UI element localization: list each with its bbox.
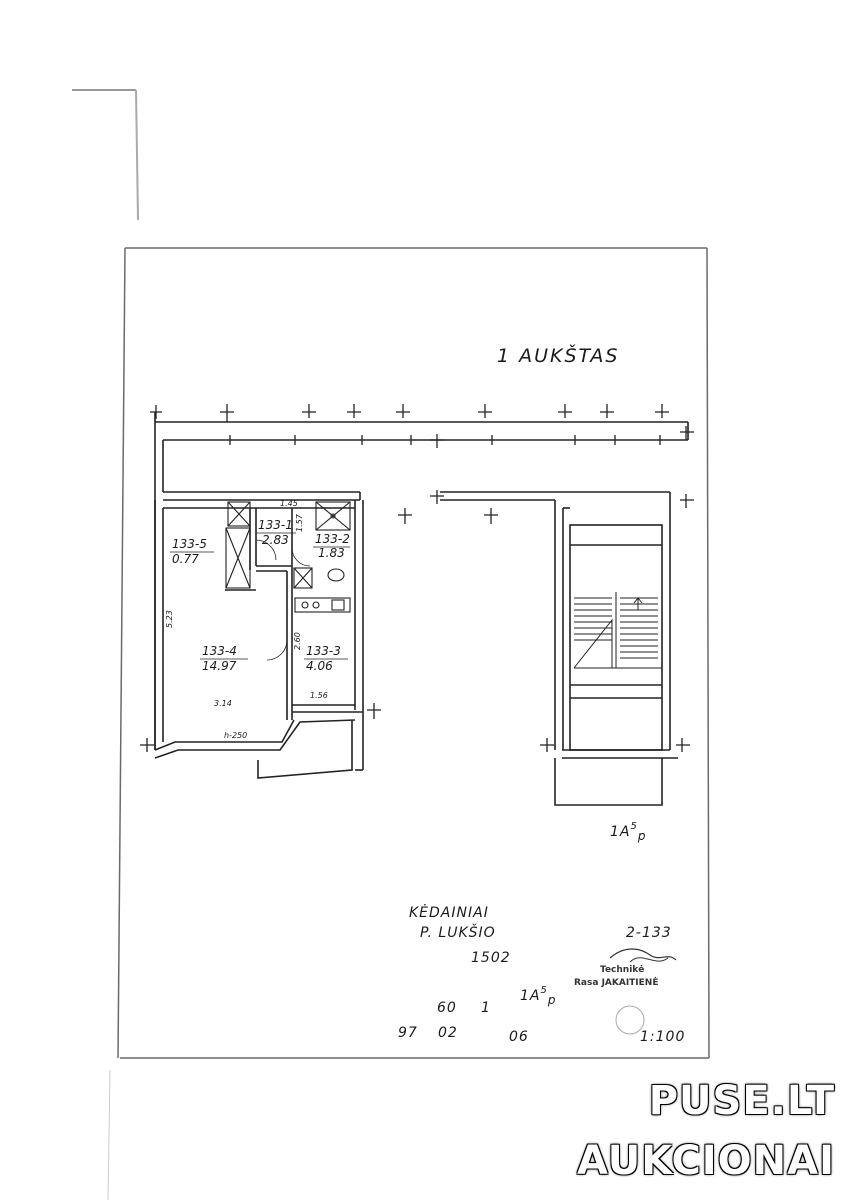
ceiling-height: h-250 xyxy=(224,731,247,740)
stamp-title: Technikė xyxy=(600,965,644,975)
room-id-133-1: 133-1 xyxy=(258,518,293,532)
dimension-1-56: 1.56 xyxy=(310,691,328,700)
date-year: 97 xyxy=(398,1025,418,1041)
room-area-133-5: 0.77 xyxy=(172,552,199,566)
wall-ticks xyxy=(140,404,694,752)
walls xyxy=(154,412,689,806)
info-number-1: 1 xyxy=(481,1000,491,1016)
stamp-name: Rasa JAKAITIENĖ xyxy=(574,977,659,988)
building-mark: 1A5p xyxy=(610,821,646,843)
fixtures xyxy=(225,501,662,669)
watermark-section: AUKCIONAI xyxy=(577,1138,835,1184)
room-id-133-5: 133-5 xyxy=(172,537,207,551)
building-number: 1502 xyxy=(471,950,511,966)
floor-title: 1 AUKŠTAS xyxy=(497,343,619,367)
room-labels: 133-5 0.77 133-1 2.83 133-2 1.83 133-4 1… xyxy=(170,518,350,673)
room-area-133-2: 1.83 xyxy=(318,546,345,560)
watermark-site: PUSE.LT xyxy=(648,1078,835,1124)
dimension-2-60: 2.60 xyxy=(293,632,302,650)
signature-stroke xyxy=(609,948,677,961)
date-month: 02 xyxy=(438,1025,458,1041)
room-area-133-4: 14.97 xyxy=(202,659,237,673)
city-name: KĖDAINIAI xyxy=(409,903,489,921)
room-area-133-3: 4.06 xyxy=(306,659,333,673)
dimension-3-14: 3.14 xyxy=(214,699,232,708)
room-id-133-2: 133-2 xyxy=(315,532,350,546)
stamp-seal xyxy=(615,1005,645,1035)
room-area-133-1: 2.83 xyxy=(262,533,289,547)
info-number-60: 60 xyxy=(437,1000,457,1016)
dimension-1-57: 1.57 xyxy=(295,513,304,532)
dimension-5-23: 5.23 xyxy=(165,610,174,628)
technician-stamp: Technikė Rasa JAKAITIENĖ xyxy=(574,948,677,1035)
street-name: P. LUKŠIO xyxy=(420,923,496,941)
scale-label: 1:100 xyxy=(640,1029,685,1045)
scan-edges xyxy=(72,89,710,1200)
info-building-mark: 1A5p xyxy=(520,985,556,1007)
room-id-133-3: 133-3 xyxy=(306,644,341,658)
dimension-1-45: 1.45 xyxy=(280,499,298,508)
date-day: 06 xyxy=(509,1029,529,1045)
dimension-labels: 1.45 1.57 5.23 2.60 1.56 3.14 h-250 xyxy=(165,499,328,740)
plan-code: 2-133 xyxy=(626,925,672,941)
title-block: KĖDAINIAI P. LUKŠIO 2-133 1502 1A5p 60 1… xyxy=(398,903,685,1045)
room-id-133-4: 133-4 xyxy=(202,644,237,658)
